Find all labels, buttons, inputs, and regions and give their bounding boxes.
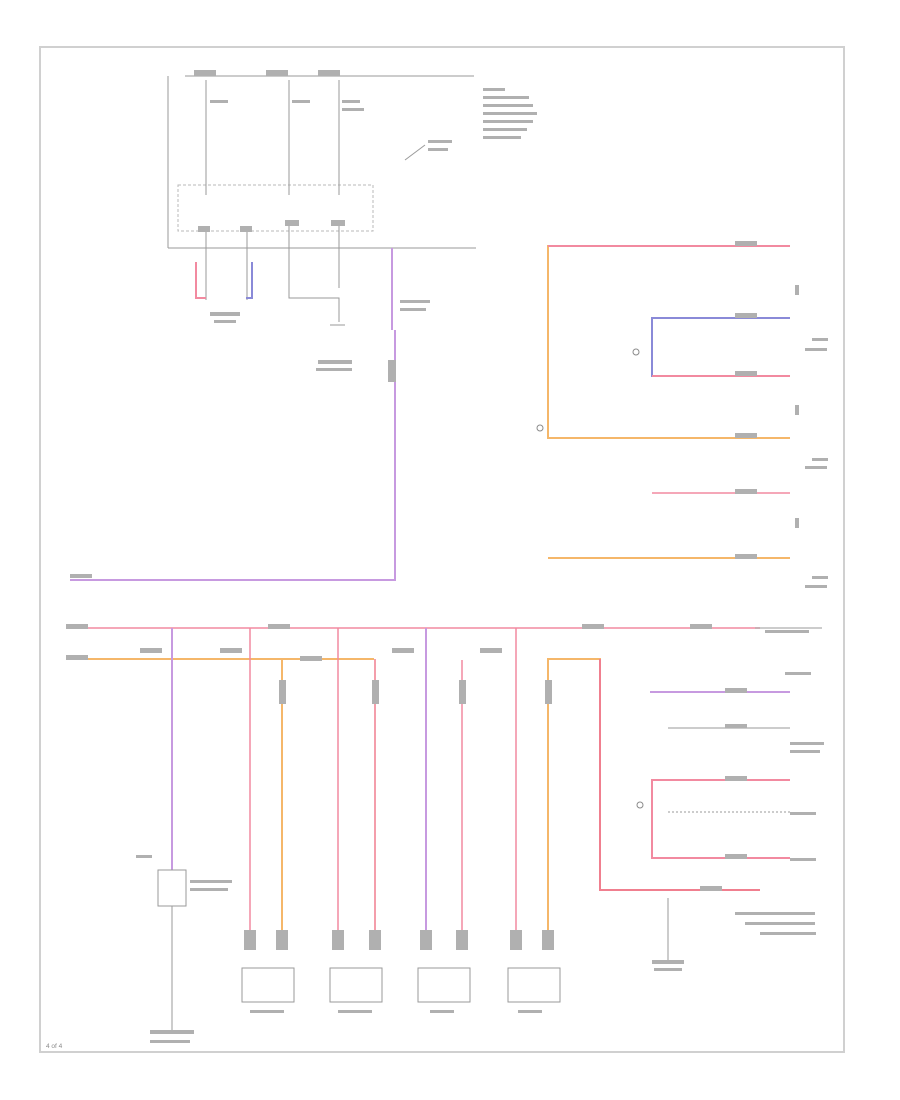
fuse-3 (318, 70, 340, 195)
connector-5 (507, 930, 561, 1013)
wire-tags (279, 680, 552, 704)
page-number: 4 of 4 (46, 1043, 63, 1050)
fuse-relay-block (167, 70, 537, 371)
connector-2 (241, 930, 295, 1013)
connector-1 (136, 855, 232, 1043)
lower-right-components (636, 672, 824, 971)
vertical-drops (171, 628, 760, 930)
bottom-connectors (136, 855, 561, 1043)
diagram-border (39, 46, 845, 1053)
connector-4 (417, 930, 471, 1013)
connector-3 (329, 930, 383, 1013)
fuse-block-label (404, 88, 537, 161)
violet-main-wire (70, 248, 430, 581)
power-bus (66, 624, 822, 661)
fuse-2 (266, 70, 290, 195)
fuse-1 (194, 70, 216, 195)
right-connector-group (536, 241, 828, 588)
